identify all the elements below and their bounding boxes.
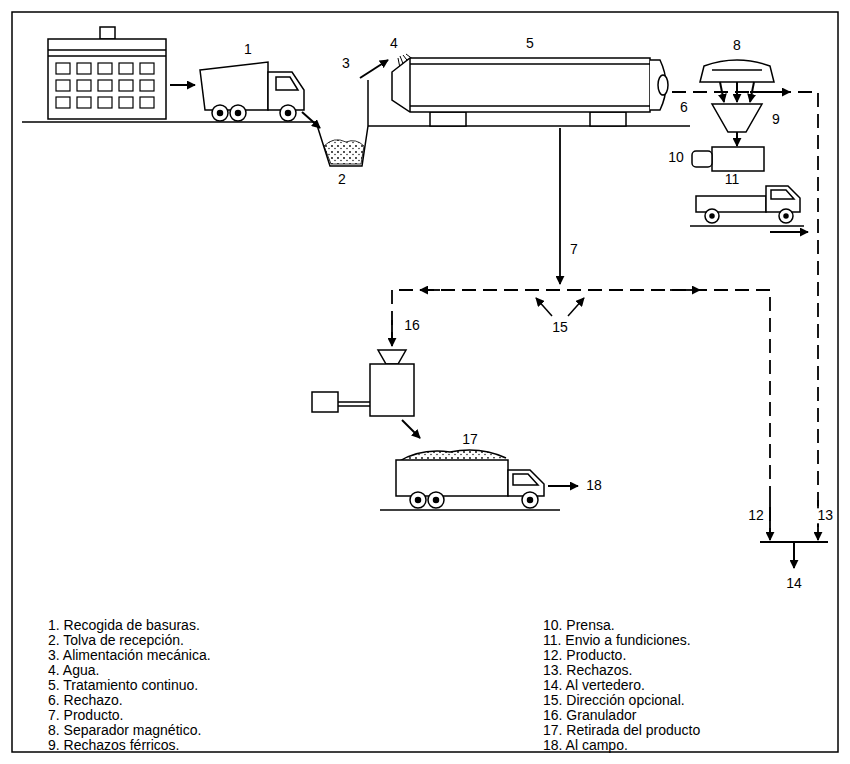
key-entry: 9. Rechazos férricos. bbox=[48, 738, 180, 753]
garbage-truck bbox=[200, 62, 304, 121]
window bbox=[140, 97, 154, 108]
flow-arrow bbox=[769, 500, 771, 540]
window bbox=[98, 80, 112, 91]
key-entry: 12. Producto. bbox=[543, 648, 626, 663]
callout-number: 9 bbox=[771, 112, 781, 127]
callout-number: 16 bbox=[403, 318, 421, 333]
callout-number: 7 bbox=[569, 242, 579, 257]
waste-pile bbox=[324, 140, 364, 164]
frame bbox=[12, 12, 838, 752]
flow-arrow bbox=[736, 132, 738, 146]
flow-arrow bbox=[391, 320, 393, 346]
callout-number: 1 bbox=[243, 42, 253, 57]
window bbox=[140, 63, 154, 74]
callout-number: 13 bbox=[816, 508, 834, 523]
key-entry: 14. Al vertedero. bbox=[543, 678, 645, 693]
reception-hopper bbox=[316, 122, 368, 166]
ground-line bbox=[368, 125, 690, 127]
window bbox=[119, 63, 133, 74]
window bbox=[56, 80, 70, 91]
key-entry: 6. Rechazo. bbox=[48, 693, 123, 708]
key-entry: 13. Rechazos. bbox=[543, 663, 633, 678]
window bbox=[77, 97, 91, 108]
callout-number: 11 bbox=[724, 172, 741, 187]
key-entry: 18. Al campo. bbox=[543, 738, 628, 753]
callout-number: 17 bbox=[461, 432, 479, 447]
key-entry: 7. Producto. bbox=[48, 708, 124, 723]
key-entry: 17. Retirada del producto bbox=[543, 723, 700, 738]
window bbox=[119, 97, 133, 108]
key-entry: 10. Prensa. bbox=[543, 618, 615, 633]
optional-line bbox=[392, 290, 770, 533]
foundry-truck bbox=[696, 186, 800, 223]
key-entry: 4. Agua. bbox=[48, 663, 99, 678]
key-entry: 1. Recogida de basuras. bbox=[48, 618, 200, 633]
feed-conveyor bbox=[367, 80, 369, 126]
flow-arrow bbox=[170, 84, 195, 86]
key-entry: 2. Tolva de recepción. bbox=[48, 633, 184, 648]
ground-line bbox=[22, 121, 316, 123]
flow-arrow bbox=[750, 91, 790, 93]
window bbox=[77, 80, 91, 91]
callout-number: 8 bbox=[732, 38, 742, 53]
window bbox=[56, 63, 70, 74]
callout-number: 4 bbox=[389, 36, 399, 51]
reject-line bbox=[672, 92, 818, 533]
product-line bbox=[559, 128, 561, 284]
callout-number: 15 bbox=[551, 320, 569, 335]
callout-number: 5 bbox=[525, 36, 535, 51]
feed-arrow bbox=[360, 60, 388, 78]
ground-line bbox=[690, 225, 804, 227]
flow-arrow bbox=[402, 420, 420, 438]
magnetic-separator bbox=[700, 60, 774, 82]
granulator bbox=[312, 350, 414, 416]
flow-arrow bbox=[770, 231, 808, 233]
callout-number: 18 bbox=[585, 478, 603, 493]
flow-arrow bbox=[793, 542, 795, 568]
key-entry: 15. Dirección opcional. bbox=[543, 693, 685, 708]
product-truck bbox=[396, 450, 544, 508]
callout-number: 3 bbox=[341, 56, 351, 71]
window bbox=[77, 63, 91, 74]
window bbox=[56, 97, 70, 108]
window bbox=[140, 80, 154, 91]
flow-arrow bbox=[548, 485, 578, 487]
callout-number: 14 bbox=[785, 576, 803, 591]
ferric-hopper bbox=[712, 104, 762, 132]
ferric-arrows bbox=[720, 82, 754, 102]
window bbox=[98, 97, 112, 108]
treatment-drum bbox=[392, 58, 668, 126]
flow-arrow bbox=[420, 289, 440, 291]
key-entry: 16. Granulador bbox=[543, 708, 636, 723]
ground-line bbox=[380, 509, 560, 511]
key-entry: 11. Envio a fundiciones. bbox=[543, 633, 691, 648]
option-arrows bbox=[536, 298, 584, 316]
building bbox=[48, 27, 166, 119]
callout-number: 12 bbox=[747, 508, 765, 523]
callout-number: 2 bbox=[337, 172, 347, 187]
key-entry: 8. Separador magnético. bbox=[48, 723, 201, 738]
key-entry: 5. Tratamiento continuo. bbox=[48, 678, 198, 693]
callout-number: 6 bbox=[679, 100, 689, 115]
window bbox=[98, 63, 112, 74]
press bbox=[692, 147, 764, 171]
key-entry: 3. Alimentación mecánica. bbox=[48, 648, 211, 663]
flow-arrow bbox=[670, 289, 700, 291]
callout-number: 10 bbox=[667, 150, 685, 165]
window bbox=[119, 80, 133, 91]
